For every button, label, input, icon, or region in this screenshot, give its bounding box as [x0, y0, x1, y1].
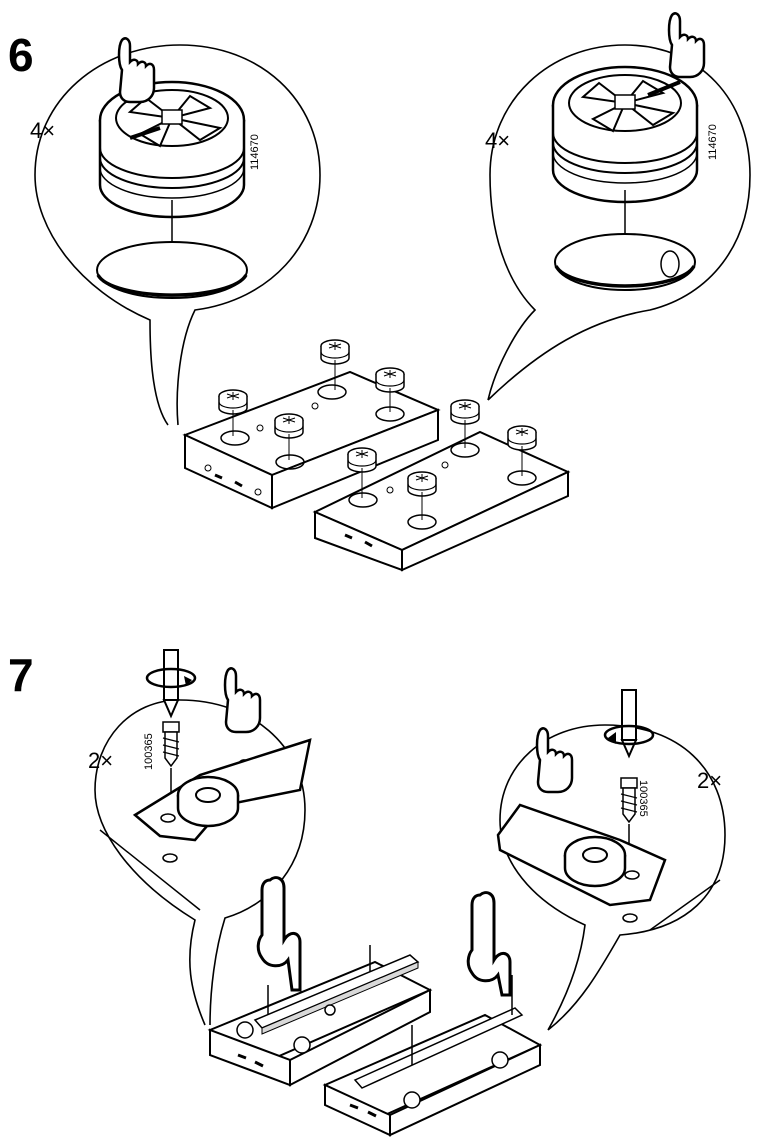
step-6-right-callout: [487, 12, 751, 401]
screwdriver-icon: [145, 649, 197, 719]
cam-lock-fitting-icon: [98, 80, 246, 219]
step-6-board-right: [312, 399, 571, 572]
screw-icon: [620, 777, 638, 824]
screw-icon: [162, 721, 180, 768]
step-6-right-quantity: 4×: [485, 128, 511, 153]
step-7-left-callout: [94, 649, 312, 1026]
pointing-hand-icon: [256, 876, 512, 997]
drawer-rail-icon: [132, 738, 312, 842]
step-7-number: 7: [8, 649, 34, 701]
cam-lock-fitting-icon: [551, 65, 699, 204]
step-7-left-quantity: 2×: [88, 748, 114, 773]
step-6-number: 6: [8, 29, 34, 81]
step-6-left-callout: [34, 37, 321, 426]
drawer-rail-icon: [496, 803, 667, 907]
screwdriver-icon: [603, 689, 655, 759]
step-7-board-right: [322, 975, 543, 1137]
step-7-right-callout: [496, 689, 726, 1031]
step-7-board-left: [207, 945, 433, 1087]
